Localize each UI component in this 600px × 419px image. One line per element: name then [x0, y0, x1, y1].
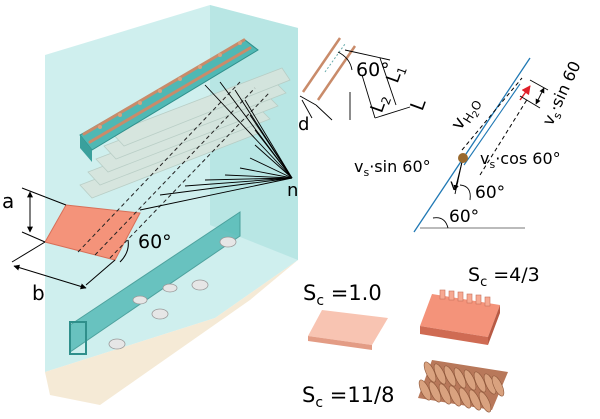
nozzles: [108, 236, 237, 350]
flow-line-secondary: [463, 83, 521, 166]
rod-bundle-sample: [418, 360, 508, 413]
label-L: L: [406, 96, 430, 114]
label-vs-cos: vs·cos 60°: [480, 149, 561, 171]
ridged-plate-sample: [420, 289, 500, 345]
label-b: b: [32, 281, 45, 305]
label-vs-sin-right: vs·sin 60: [538, 58, 587, 130]
label-d: d: [298, 114, 309, 135]
label-v-small: v: [450, 176, 459, 194]
label-sc1: Sc =1.0: [303, 281, 382, 309]
top-electrode-rods: [82, 38, 252, 144]
normal-fan-lines: [139, 81, 293, 211]
label-angle-tilt: 60°: [138, 231, 172, 253]
dimension-a: [21, 187, 67, 243]
label-sc3: Sc =11/8: [302, 383, 394, 411]
label-vs-sin-left: vs·sin 60°: [354, 157, 431, 179]
label-angle-mid: 60°: [475, 183, 505, 203]
shape-factor-samples: Sc =1.0 Sc =4/3 Sc =11/8: [302, 264, 540, 413]
label-sc2: Sc =4/3: [468, 264, 540, 290]
tilt-angle-arc: [119, 239, 129, 263]
dashed-flow-paths: [77, 81, 271, 259]
flat-plate-sample: [308, 310, 388, 350]
label-n: n: [287, 180, 298, 201]
tank-bottom: [45, 260, 298, 405]
label-L2: L2: [367, 92, 395, 116]
label-zoom-angle: 60°: [356, 59, 390, 81]
plate-spacing-detail: d 60° L1 L2 L: [298, 37, 431, 135]
label-a: a: [2, 189, 14, 213]
dimension-b: [11, 241, 116, 290]
settler-tank: a b 60° n: [2, 5, 298, 405]
lamella-stack: [79, 67, 291, 199]
particle: [458, 153, 468, 163]
label-angle-low: 60°: [449, 207, 479, 227]
flow-line-main: [413, 57, 531, 233]
